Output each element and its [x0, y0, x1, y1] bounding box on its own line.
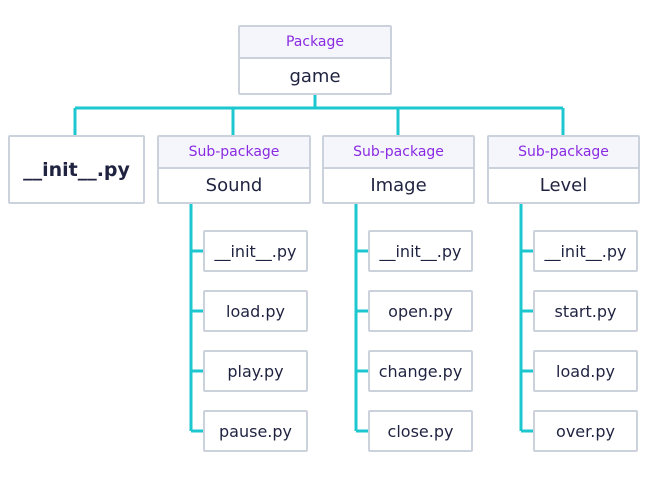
root-package-box: Package game — [238, 25, 392, 95]
file-box: __init__.py — [368, 230, 473, 272]
file-box: load.py — [533, 350, 638, 392]
file-box: __init__.py — [203, 230, 308, 272]
top-init-file: __init__.py — [8, 135, 145, 204]
subpackage-level: Sub-package Level — [487, 135, 640, 204]
file-box: play.py — [203, 350, 308, 392]
root-package-name: game — [289, 65, 341, 87]
file-box: close.py — [368, 410, 473, 452]
subpackage-image: Sub-package Image — [322, 135, 475, 204]
subpackage-name: Level — [539, 175, 588, 196]
subpackage-tag: Sub-package — [489, 137, 638, 169]
subpackage-name: Image — [370, 175, 427, 196]
subpackage-name: Sound — [205, 175, 263, 196]
file-box: change.py — [368, 350, 473, 392]
file-box: __init__.py — [533, 230, 638, 272]
subpackage-tag: Sub-package — [324, 137, 473, 169]
file-box: load.py — [203, 290, 308, 332]
file-box: pause.py — [203, 410, 308, 452]
file-box: over.py — [533, 410, 638, 452]
root-package-tag: Package — [240, 27, 390, 59]
subpackage-tag: Sub-package — [159, 137, 309, 169]
subpackage-sound: Sub-package Sound — [157, 135, 311, 204]
file-box: open.py — [368, 290, 473, 332]
file-box: start.py — [533, 290, 638, 332]
